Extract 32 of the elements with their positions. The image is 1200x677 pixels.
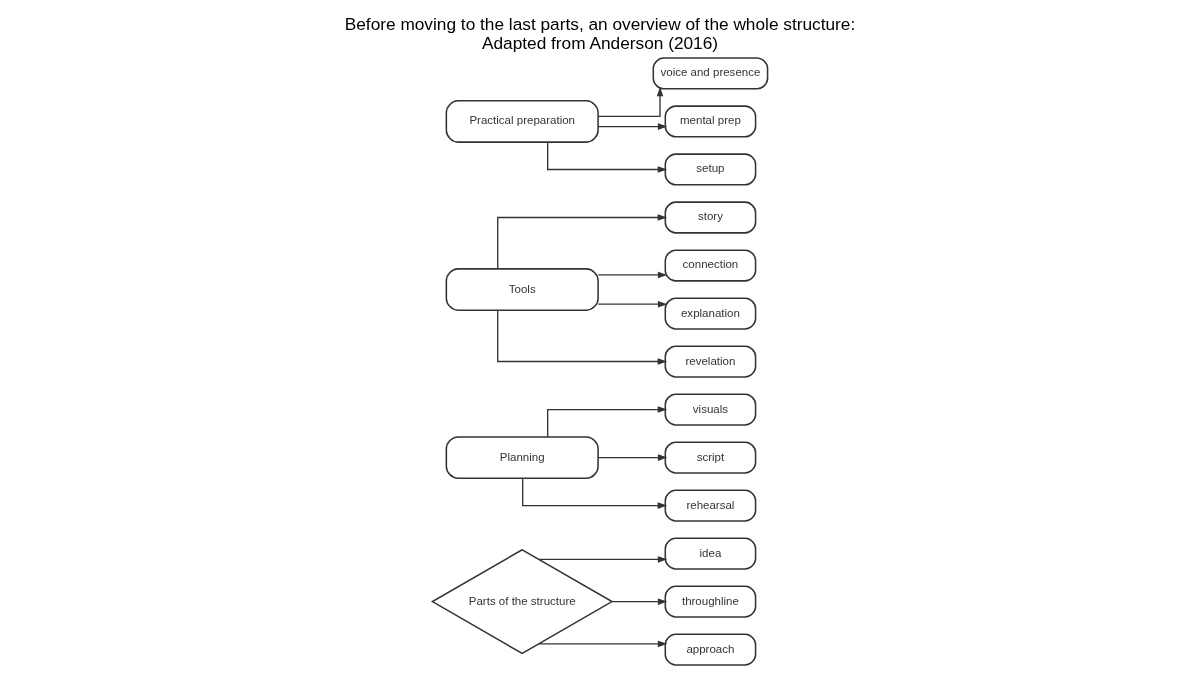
- arrow: [597, 454, 668, 461]
- arrow: [538, 640, 668, 648]
- node-box: explanation: [664, 297, 757, 330]
- node-box: Tools: [445, 268, 599, 311]
- arrow: [597, 271, 668, 279]
- node-box: setup: [664, 153, 757, 186]
- node-box: connection: [664, 249, 757, 282]
- caption: Adapted from Anderson (2016): [481, 32, 719, 53]
- arrow: [597, 300, 668, 308]
- node-box: story: [664, 201, 757, 234]
- arrow: [497, 214, 668, 270]
- node-box: mental prep: [664, 105, 757, 138]
- arrow: [611, 598, 668, 605]
- node-box: rehearsal: [664, 489, 757, 522]
- node-box: revelation: [664, 345, 757, 378]
- arrow: [597, 123, 668, 130]
- node-box: Planning: [445, 436, 599, 479]
- arrow: [497, 309, 668, 365]
- node-box: visuals: [664, 393, 757, 426]
- arrow: [547, 406, 668, 438]
- node-diamond: Parts of the structure: [430, 548, 614, 655]
- node-box: approach: [664, 633, 757, 666]
- node-box: throughline: [664, 585, 757, 618]
- node-box: voice and presence: [652, 57, 769, 90]
- node-box: Practical preparation: [445, 100, 599, 143]
- node-box: idea: [664, 537, 757, 570]
- arrow: [597, 86, 664, 118]
- arrow: [547, 141, 668, 173]
- diagram-title: Before moving to the last parts, an overview of the whole structure:: [344, 13, 856, 34]
- arrow: [522, 477, 667, 509]
- node-box: script: [664, 441, 757, 474]
- arrow: [538, 556, 668, 563]
